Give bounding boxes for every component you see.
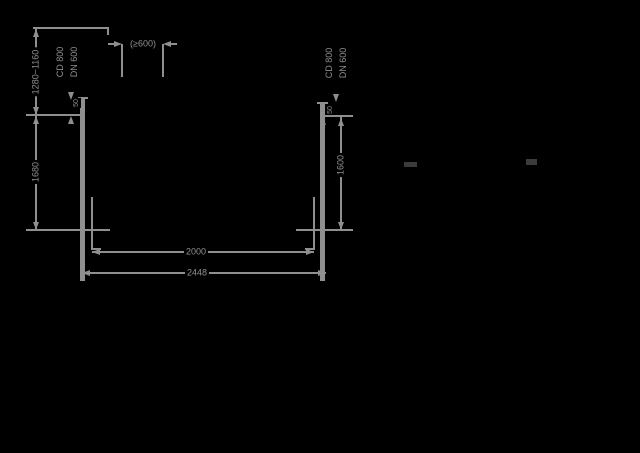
pipe-label-left-line2: DN 600 xyxy=(69,46,79,78)
dim-text-inner-width: 2000 xyxy=(183,246,209,258)
dim-text-right-height: 1600 xyxy=(335,152,347,178)
arrow-up-icon xyxy=(33,116,39,124)
faint-artifact xyxy=(404,162,417,167)
offset-arrow-right-icon xyxy=(320,117,326,125)
offset-text-left: 50 xyxy=(73,98,81,108)
arrow-left-icon xyxy=(92,249,100,255)
clearance-ext-line-left xyxy=(121,44,123,77)
top-level-line xyxy=(33,27,109,29)
arrow-left-icon xyxy=(82,270,90,276)
dim-text-outer-width: 2448 xyxy=(184,267,210,279)
pipe-label-right-line2: DN 600 xyxy=(338,47,348,79)
arrow-up-icon xyxy=(33,29,39,37)
offset-arrow-left-icon xyxy=(68,116,74,124)
wall-left xyxy=(80,98,85,281)
top-level-line-tick xyxy=(107,27,109,35)
arrow-down-icon xyxy=(33,107,39,115)
ground-line-right xyxy=(325,115,353,117)
clearance-ext-line-right xyxy=(162,44,164,77)
inner-face-left xyxy=(91,197,93,250)
clearance-dimline-right xyxy=(169,43,177,45)
leader-arrow-left-icon xyxy=(68,92,74,100)
arrow-right-icon xyxy=(306,249,314,255)
arrow-up-icon xyxy=(338,118,344,126)
wall-right xyxy=(320,103,325,281)
clearance-dimline-left xyxy=(108,43,116,45)
dim-text-left-height: 1680 xyxy=(30,159,42,185)
offset-text-right: 50 xyxy=(327,105,335,115)
floor-line-right xyxy=(296,229,353,231)
arrow-right-icon xyxy=(318,270,326,276)
clearance-arrow-right-icon xyxy=(114,41,122,47)
floor-line-left xyxy=(26,229,110,231)
pipe-label-right-line1: CD 800 xyxy=(324,47,334,79)
ground-line-left xyxy=(26,114,80,116)
faint-artifact xyxy=(526,159,537,165)
dim-text-clearance: (≥600) xyxy=(128,38,158,50)
pipe-label-left-line1: CD 800 xyxy=(55,46,65,78)
pipe-label-left: CD 800 DN 600 xyxy=(53,46,81,78)
arrow-down-icon xyxy=(33,222,39,230)
leader-arrow-right-icon xyxy=(333,94,339,102)
clearance-arrow-left-icon xyxy=(163,41,171,47)
inner-face-right xyxy=(313,197,315,250)
pipe-label-right: CD 800 DN 600 xyxy=(322,47,350,79)
dim-text-range: 1280~1160 xyxy=(30,47,42,97)
arrow-down-icon xyxy=(338,222,344,230)
